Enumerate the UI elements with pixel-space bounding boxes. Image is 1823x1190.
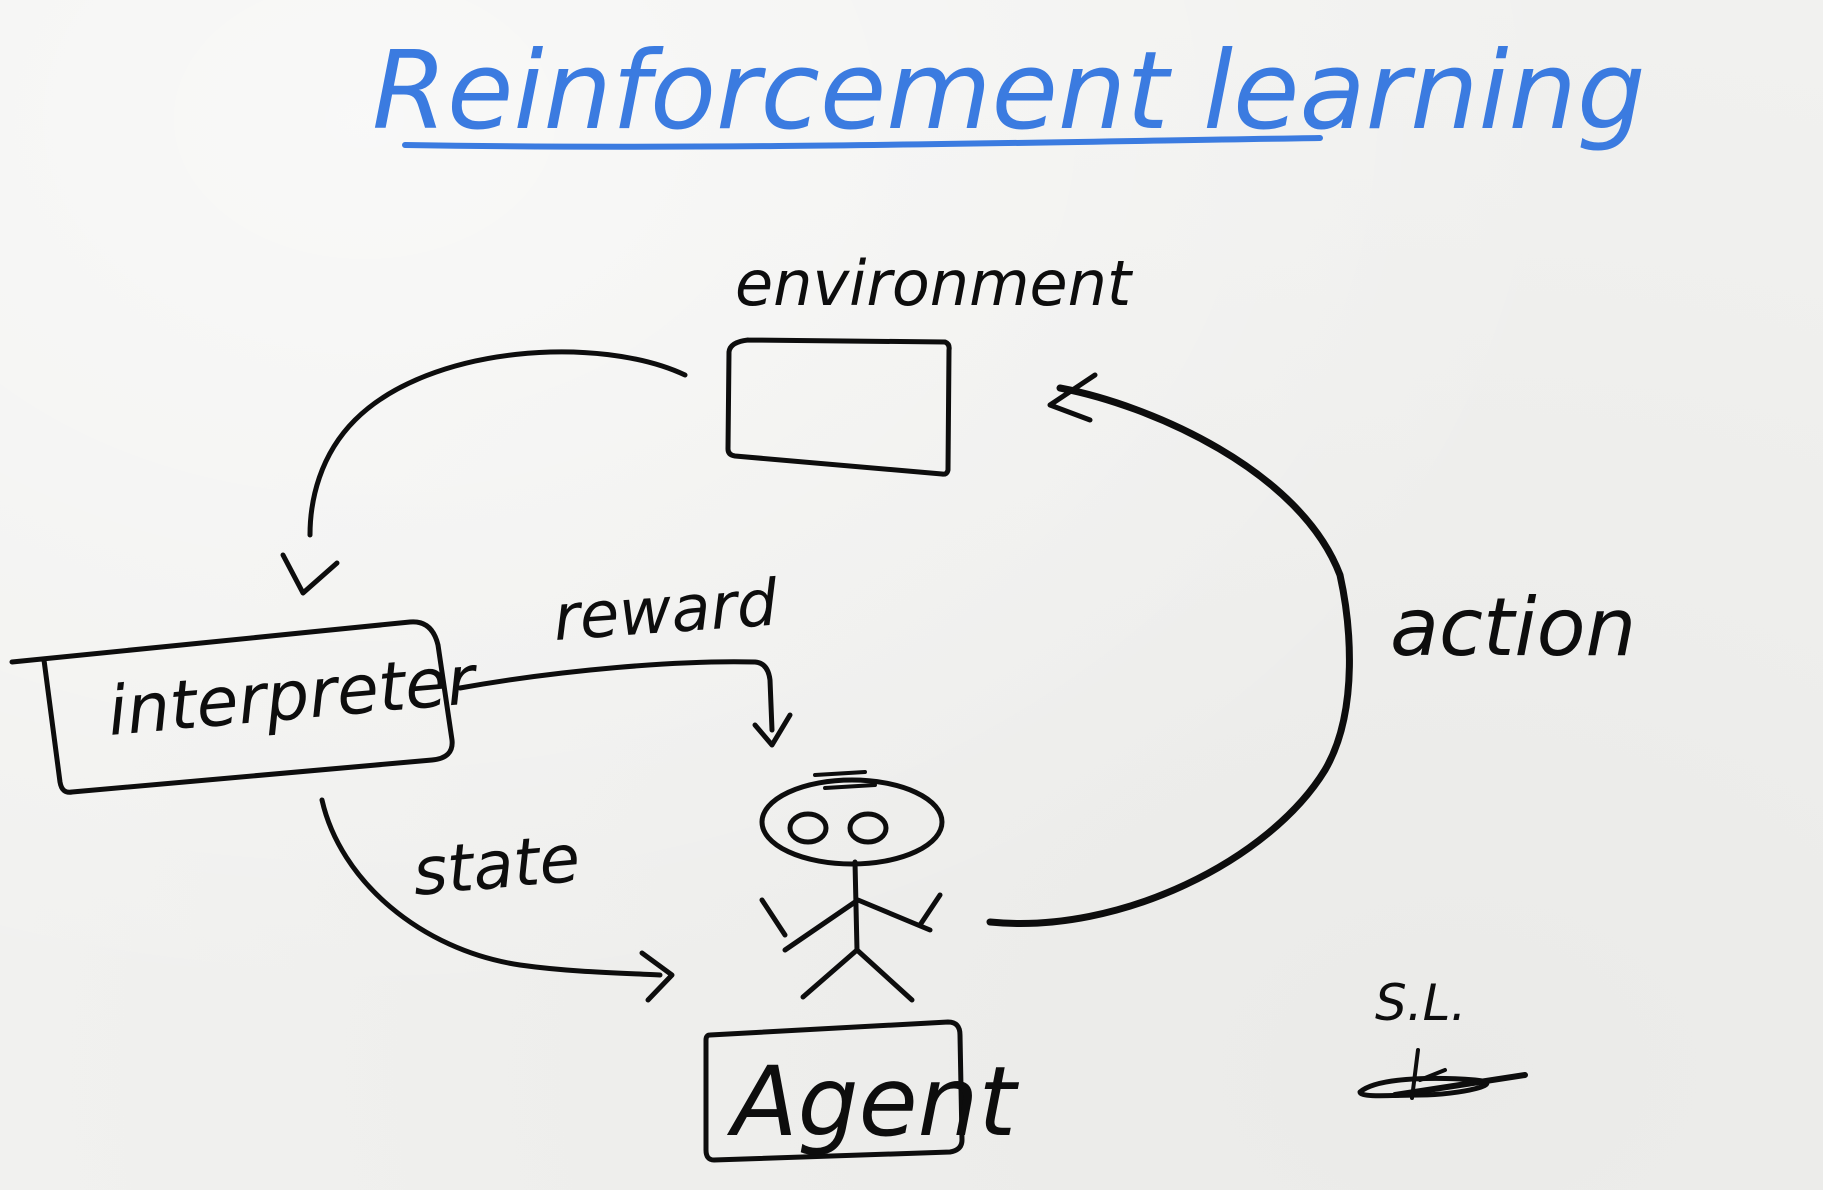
interpreter-box (9, 619, 455, 795)
reward-arrowhead (752, 712, 793, 748)
state-arrowhead (639, 950, 675, 1003)
agent-head (759, 777, 945, 867)
signature-initials: S.L. (1375, 974, 1466, 1032)
state-label: state (410, 820, 583, 911)
signature-mark (1357, 1048, 1528, 1100)
agent-label: Agent (726, 1046, 1020, 1158)
environment-label: environment (735, 247, 1134, 320)
reward-label: reward (551, 566, 780, 655)
agent-hat-mark (813, 770, 877, 790)
diagram-title: Reinforcement learning (372, 29, 1646, 154)
agent-left-eye (787, 811, 829, 845)
env-to-interpreter-arrowhead (280, 552, 340, 596)
state-arrow (319, 797, 663, 978)
action-label: action (1390, 581, 1636, 674)
action-arrowhead (1047, 372, 1098, 423)
interpreter-label: interpreter (105, 641, 482, 752)
agent-body (852, 859, 860, 953)
env-to-interpreter-arrow (307, 349, 688, 538)
agent-arms (759, 892, 943, 953)
agent-legs (800, 947, 915, 1003)
environment-box (725, 337, 952, 477)
action-arrow (986, 384, 1353, 927)
reward-arrow (457, 659, 775, 733)
agent-figure (759, 770, 945, 1003)
agent-box (703, 1019, 965, 1163)
title-underline (402, 135, 1323, 150)
agent-right-eye (847, 811, 889, 845)
